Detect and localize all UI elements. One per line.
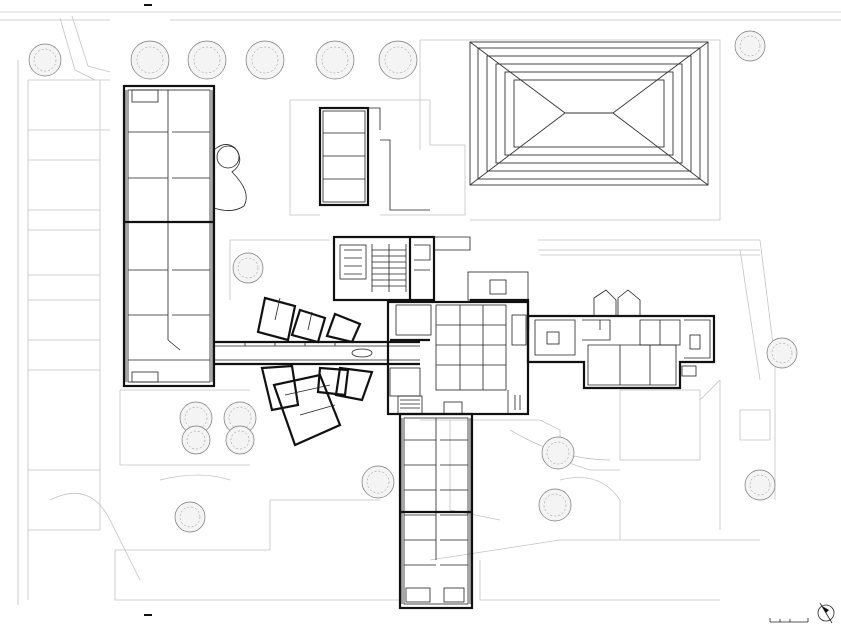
- tree-icon: [361, 465, 395, 499]
- tree-icon: [245, 40, 285, 80]
- west-wing: [122, 84, 216, 388]
- section-marker: [144, 614, 152, 616]
- auditorium-block: [332, 235, 471, 302]
- tree-icon: [225, 425, 255, 455]
- south-wing: [398, 412, 474, 610]
- tree-icon: [538, 488, 572, 522]
- section-markers: [144, 4, 152, 616]
- tree-icon: [734, 30, 766, 62]
- trees: [28, 30, 798, 533]
- east-wing: [526, 289, 716, 390]
- tree-icon: [174, 501, 206, 533]
- tree-icon: [187, 40, 227, 80]
- central-corridor: [214, 340, 420, 366]
- curved-garden-feature: [213, 144, 247, 211]
- site-context-lines: [0, 11, 841, 605]
- scale-bar: [769, 618, 809, 623]
- tree-icon: [130, 40, 170, 80]
- tree-icon: [766, 337, 798, 369]
- tree-icon: [541, 436, 575, 470]
- south-pavilions: [260, 364, 374, 447]
- tree-icon: [28, 43, 62, 77]
- round-planter: [216, 145, 240, 169]
- tree-icon: [232, 252, 264, 284]
- outbuilding-top-center: [318, 106, 430, 211]
- existing-hipped-roof-building: [469, 41, 709, 186]
- section-marker: [144, 4, 152, 6]
- tree-icon: [181, 425, 211, 455]
- north-pavilions: [256, 296, 362, 344]
- tree-icon: [744, 469, 776, 501]
- north-arrow-icon: [817, 602, 835, 624]
- tree-icon: [378, 40, 418, 80]
- tree-icon: [315, 40, 355, 80]
